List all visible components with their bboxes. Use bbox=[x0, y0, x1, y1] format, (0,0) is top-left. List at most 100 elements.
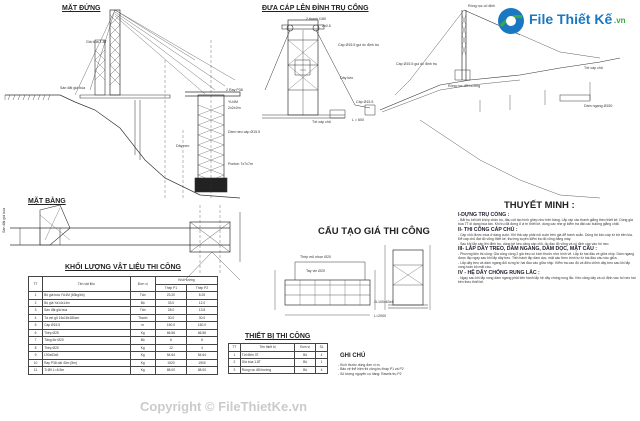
table-cell: Kg bbox=[129, 358, 156, 367]
table-cell: L90x63x6 bbox=[42, 351, 131, 360]
cau-tao-drawing bbox=[274, 245, 431, 316]
table-cell: Kg bbox=[129, 351, 156, 360]
explanation-text-2b: - Sau khi lắp cáp lên đỉnh trụ, dùng tời… bbox=[458, 241, 610, 246]
table-cell: Ròng rọc đổi hướng bbox=[239, 365, 296, 374]
label-dc-5: Tời cáp chủ bbox=[312, 120, 331, 124]
table-cell: Ti Ø0 L=6.5m bbox=[42, 366, 131, 375]
cau-tao-title: CẤU TẠO GIÁ THI CÔNG bbox=[318, 226, 430, 237]
table-cell: 12 bbox=[154, 343, 187, 352]
table-cell: 28.0 bbox=[154, 306, 187, 315]
table-cell: Bộ bbox=[293, 365, 317, 374]
mat-bang-title: MẶT BẰNG bbox=[28, 198, 66, 205]
table-cell: 1 bbox=[228, 350, 241, 359]
table-cell: Kg bbox=[129, 366, 156, 375]
label-right-0: Ròng rọc cố định bbox=[468, 4, 496, 8]
table-cell: 54.64 bbox=[154, 351, 187, 360]
label-cau-0: Thép mũ nhọn Ø20 bbox=[300, 255, 331, 259]
table-cell: 13.8 bbox=[185, 306, 219, 315]
label-md-6: Dây neo bbox=[176, 144, 190, 148]
table-cell: 1520 bbox=[154, 358, 187, 367]
label-md-5: Dầm neo cáp Ø15.5 bbox=[228, 130, 261, 134]
khoi-luong-title: KHỐI LƯỢNG VẬT LIỆU THI CÔNG bbox=[65, 264, 181, 271]
table-cell: Tấn bbox=[129, 306, 156, 315]
table-cell: 1900 bbox=[185, 358, 219, 367]
table-header: Tên thiết bị bbox=[239, 343, 296, 352]
label-dc-3: Dây kéo bbox=[340, 76, 354, 80]
table-cell: Sàn đặt giá búa bbox=[42, 306, 131, 315]
table-cell: 30.0 bbox=[154, 313, 187, 322]
label-right-2: Ròng rọc đổi hướng bbox=[448, 84, 481, 88]
table-cell: Bộ bbox=[129, 298, 156, 307]
explanation-text-1: - Bắt trụ kết kết khớp chân trụ, đầu cột… bbox=[458, 218, 633, 227]
table-cell: 2 bbox=[228, 358, 241, 367]
table-cell: Giá búa 1.8T bbox=[239, 358, 296, 367]
table-cell: Thanh bbox=[129, 313, 156, 322]
table-cell: Tà vẹt gỗ 16x18x180cm bbox=[42, 313, 131, 322]
ghi-chu-list: - Kích thước dùng đơn vị m. - Bảo vệ thể… bbox=[338, 363, 438, 376]
ghi-chu-item: - Số lượng nguyên cụ hàng: Ravels trụ P2 bbox=[338, 371, 402, 376]
table-cell: 30.0 bbox=[185, 313, 219, 322]
thuyet-minh-title: THUYẾT MINH : bbox=[504, 200, 575, 211]
table-header: TT bbox=[27, 276, 44, 292]
label-md-0: Giá búa 1.8T bbox=[86, 40, 107, 44]
table-cell: 12.0 bbox=[185, 298, 219, 307]
dua-cap-title: ĐƯA CÁP LÊN ĐỈNH TRỤ CỔNG bbox=[262, 5, 369, 12]
table-cell: 4 bbox=[315, 350, 328, 359]
table-header: Khối lượng bbox=[154, 276, 219, 285]
table-cell: 2 bbox=[27, 298, 44, 307]
table-cell: 54.64 bbox=[185, 351, 219, 360]
table-cell: 4 bbox=[27, 313, 44, 322]
explanation-text-4: - Ngay sau khi lắp xong dầm ngang phải t… bbox=[458, 275, 636, 285]
table-header: Đơn vị bbox=[129, 276, 156, 292]
label-md-3: YU4M bbox=[228, 100, 238, 104]
label-dc-2: Cáp Ø15.5 gui ốc định trụ bbox=[338, 43, 379, 47]
table-cell: Bộ bbox=[129, 336, 156, 345]
label-dc-4: Cáp Ø15.5 bbox=[356, 100, 374, 104]
thiet-bi-title: THIẾT BỊ THI CÔNG bbox=[245, 333, 311, 340]
table-cell: 3 bbox=[27, 306, 44, 315]
mat-bang-drawing bbox=[10, 204, 241, 281]
ghi-chu-title: GHI CHÚ bbox=[340, 353, 366, 359]
label-dc-6: L = 600 bbox=[352, 118, 364, 122]
table-cell: 6 bbox=[154, 336, 187, 345]
table-cell: 66.56 bbox=[185, 328, 219, 337]
table-cell: 6 bbox=[185, 336, 219, 345]
logo-domain: .vn bbox=[614, 16, 626, 25]
table-cell: 11 bbox=[27, 366, 44, 375]
label-cau-3: L=2000 bbox=[374, 314, 387, 318]
dua-cap-drawing bbox=[262, 19, 376, 119]
table-cell: 8 bbox=[27, 343, 44, 352]
explanation-text-3b: - Lắp dây treo và dầm ngang đối xứng từ … bbox=[458, 260, 631, 270]
explanation-section-1: I-DỰNG TRỤ CỔNG : bbox=[458, 212, 510, 218]
table-cell: 150.0 bbox=[185, 321, 219, 330]
table-header: Đơn vị bbox=[293, 343, 317, 352]
table-cell: Bộ bbox=[293, 350, 317, 359]
table-header: Tên vật liệu bbox=[42, 276, 131, 292]
table-header: SL bbox=[315, 343, 328, 352]
site-logo[interactable]: File Thiết Kế .vn bbox=[496, 4, 638, 38]
table-cell: 6 bbox=[27, 328, 44, 337]
explanation-section-2: II- THI CÔNG CÁP CHỦ : bbox=[458, 226, 518, 233]
right-top-drawing bbox=[379, 9, 621, 199]
table-cell: 88.00 bbox=[185, 366, 219, 375]
watermark-text: Copyright © FileThietKe.vn bbox=[140, 399, 308, 414]
table-cell: Kg bbox=[129, 343, 156, 352]
table-cell: Thép Ø25 bbox=[42, 328, 131, 337]
table-cell: 4 bbox=[185, 343, 219, 352]
table-cell: 33.0 bbox=[154, 298, 187, 307]
label-right-1: Cáp Ø15.5 gui ốc định trụ bbox=[396, 62, 437, 66]
logo-brand: File Thiết Kế bbox=[529, 11, 613, 27]
explanation-text-3: - Phương tiện thi công: Giá công cộng 2 … bbox=[458, 252, 635, 261]
ghi-chu-item: - Bảo vệ thể hiện thi công trụ tháp P1 v… bbox=[338, 367, 404, 372]
explanation-section-3: III- LẮP DÂY TREO, DẦM NGANG, DẦM DỌC, M… bbox=[458, 246, 598, 253]
